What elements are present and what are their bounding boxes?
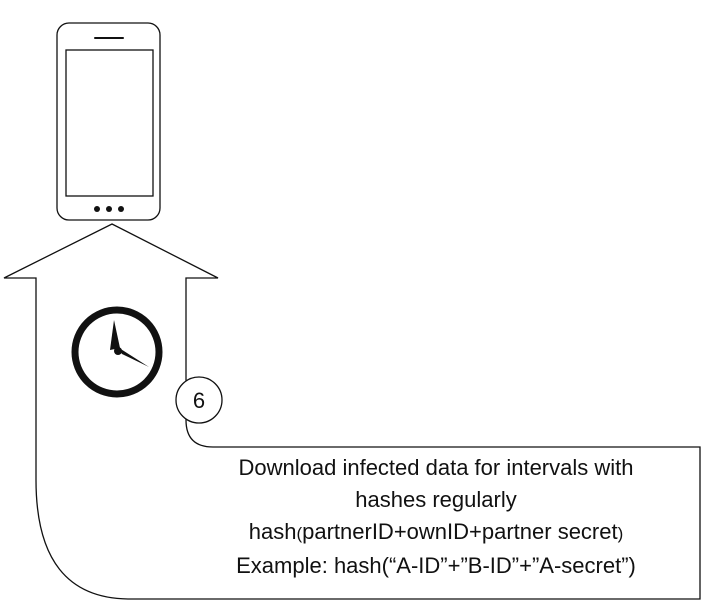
smartphone-icon [56,22,161,221]
upward-curved-arrow-icon [3,223,701,600]
hash-function-name: hash [248,519,297,544]
step-number: 6 [193,388,205,413]
open-paren: ( [296,524,303,543]
step-caption: Download infected data for intervals wit… [180,452,692,582]
caption-line-4: Example: hash(“A-ID”+”B-ID”+”A-secret”) [236,553,636,578]
close-paren: ) [617,524,624,543]
caption-line-2: hashes regularly [355,487,517,512]
step-badge: 6 [175,376,223,424]
caption-line-3: hash(partnerID+ownID+partner secret) [180,516,692,550]
caption-line-1: Download infected data for intervals wit… [238,455,634,480]
hash-arguments: partnerID+ownID+partner secret [302,519,618,544]
clock-icon [71,306,163,398]
